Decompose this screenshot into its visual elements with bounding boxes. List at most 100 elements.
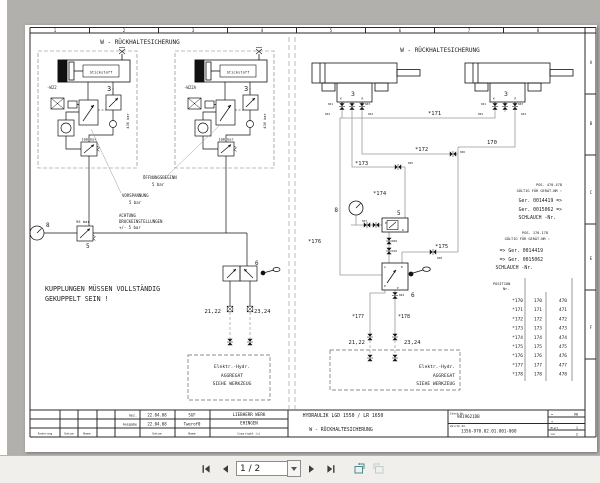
- left-circuit-lines: [29, 168, 281, 306]
- schematic-label: ÖFFNUNGSBEGINN: [143, 175, 177, 180]
- schematic-label: 608: [437, 256, 442, 260]
- schematic-label: SCHLAUCH -Nr.: [518, 215, 556, 221]
- schematic-label: 473: [559, 326, 567, 332]
- schematic-label: 95 bar: [76, 219, 90, 224]
- company-line1: LIEBHERR WERK: [233, 412, 266, 417]
- schematic-label: 602: [478, 112, 483, 116]
- mini-plus: +: [551, 420, 553, 424]
- schematic-label: Elektr.-Hydr.: [214, 364, 250, 370]
- right-hose-lines: [339, 112, 516, 334]
- schematic-label: C: [590, 190, 593, 195]
- schematic-label: 177: [534, 362, 542, 368]
- mini-eq-val: 98: [574, 413, 578, 417]
- next-page-icon: [309, 464, 314, 473]
- ausgabe-name: Twerof0: [184, 422, 201, 427]
- schematic-label: => Ger. 0015062: [500, 257, 543, 263]
- schematic-label: A: [590, 60, 593, 65]
- schematic-label: *178: [512, 372, 523, 378]
- schematic-label: 471: [559, 307, 567, 313]
- von-label: von: [551, 433, 556, 436]
- schematic-label: 606: [460, 150, 465, 154]
- prev-page-button[interactable]: [217, 461, 233, 477]
- schematic-label: 173: [534, 326, 542, 332]
- prev-view-icon: [354, 462, 364, 474]
- title-block-lines: [30, 409, 585, 437]
- company-line2: EHINGEN: [240, 421, 258, 426]
- schematic-label: 21,22: [348, 340, 365, 346]
- schematic-label: B: [590, 121, 593, 126]
- first-page-button[interactable]: [198, 461, 214, 477]
- schematic-label: POS. 470-478: [536, 183, 562, 187]
- sheet-divider: [288, 37, 296, 409]
- schematic-label: *172: [512, 316, 523, 322]
- next-view-icon: [373, 462, 383, 474]
- page-dropdown-button[interactable]: [287, 460, 301, 477]
- prev-view-button[interactable]: [351, 461, 367, 477]
- ident-value: 9819621DB: [457, 414, 480, 419]
- mini-eq: =: [551, 413, 553, 417]
- next-view-button[interactable]: [370, 461, 386, 477]
- schematic-label: GÜLTIG FÜR GERÄT-NR :: [517, 188, 562, 193]
- schematic-label: 476: [559, 353, 567, 359]
- schematic-label: *172: [415, 147, 428, 153]
- schematic-label: VORSPANNUNG: [122, 193, 149, 198]
- von-value: 2: [576, 433, 578, 437]
- schematic-label: ACHTUNG: [119, 213, 136, 218]
- schematic-label: Nr.: [503, 287, 510, 291]
- pdf-page: Stickstoff 3 430 bar 100 bar 3 K: [25, 25, 597, 452]
- ident-label: Ident-Nr.: [450, 412, 465, 416]
- name-label: Name: [83, 432, 90, 436]
- schematic-label: 21,22: [204, 309, 221, 315]
- schematic-label: SIEHE WERKZEUG: [213, 381, 252, 387]
- schematic-label: POSITION: [493, 282, 510, 286]
- next-page-button[interactable]: [304, 461, 320, 477]
- datum-label: Datum: [64, 432, 73, 436]
- schematic-label: *174: [373, 191, 387, 197]
- schematic-label: *176: [512, 353, 523, 359]
- schematic-label: GEKUPPELT SEIN !: [45, 295, 109, 303]
- schematic-label: 5: [330, 28, 333, 33]
- schematic-label: 8: [537, 28, 540, 33]
- schematic-label: 5 bar: [129, 200, 142, 205]
- schematic-label: E: [590, 256, 593, 261]
- left-leader-lines: [90, 124, 221, 194]
- schematic-label: 174: [534, 335, 542, 341]
- schematic-label: 603: [365, 102, 370, 106]
- schematic-label: W - RÜCKHALTESICHERUNG: [100, 39, 180, 46]
- schematic-label: *171: [512, 307, 523, 313]
- schematic-label: => Ger. 0014419: [500, 248, 543, 254]
- schematic-label: 474: [559, 335, 567, 341]
- blatt-value: 1: [576, 426, 578, 430]
- schematic-label: 23,24: [254, 309, 271, 315]
- schematic-label: 170: [534, 298, 542, 304]
- schematic-label: 610: [392, 249, 397, 253]
- last-page-button[interactable]: [323, 461, 339, 477]
- schematic-label: *175: [435, 244, 448, 250]
- schematic-label: 6: [411, 292, 415, 299]
- schematic-label: AGGREGAT: [433, 373, 455, 379]
- schematic-label: R: [402, 228, 404, 232]
- gez-name: SGF: [188, 413, 196, 418]
- schematic-label: 470: [559, 298, 567, 304]
- schematic-label: 7: [468, 28, 471, 33]
- schematic-label: 2: [123, 28, 126, 33]
- schematic-label: GÜLTIG FÜR GERÄT-NR :: [505, 236, 550, 241]
- schematic-label: Ger. 0014419 =>: [519, 198, 562, 204]
- schematic-label: 175: [534, 344, 542, 350]
- title-block-text: Gez. 22.04.08 SGF Ausgabe 22.04.08 Twero…: [38, 412, 578, 437]
- schematic-label: -W22A: [184, 85, 197, 90]
- schematic-label: Elektr.-Hydr.: [419, 364, 455, 370]
- schematic-label: 3: [192, 28, 195, 33]
- prev-page-icon: [223, 464, 228, 473]
- schematic-label: 4: [261, 28, 264, 33]
- schematic-label: 602: [325, 112, 330, 116]
- page-number-input[interactable]: [236, 461, 287, 476]
- schematic-label: *176: [308, 239, 321, 245]
- schematic-label: 607: [362, 219, 367, 223]
- schematic-label: SIEHE WERKZEUG: [416, 381, 455, 387]
- schematic-drawing: Stickstoff 3 430 bar 100 bar 3 K: [29, 27, 597, 438]
- schematic-label: 5: [86, 243, 90, 250]
- schematic-label: 6: [399, 28, 402, 33]
- schematic-label: 604: [399, 293, 404, 297]
